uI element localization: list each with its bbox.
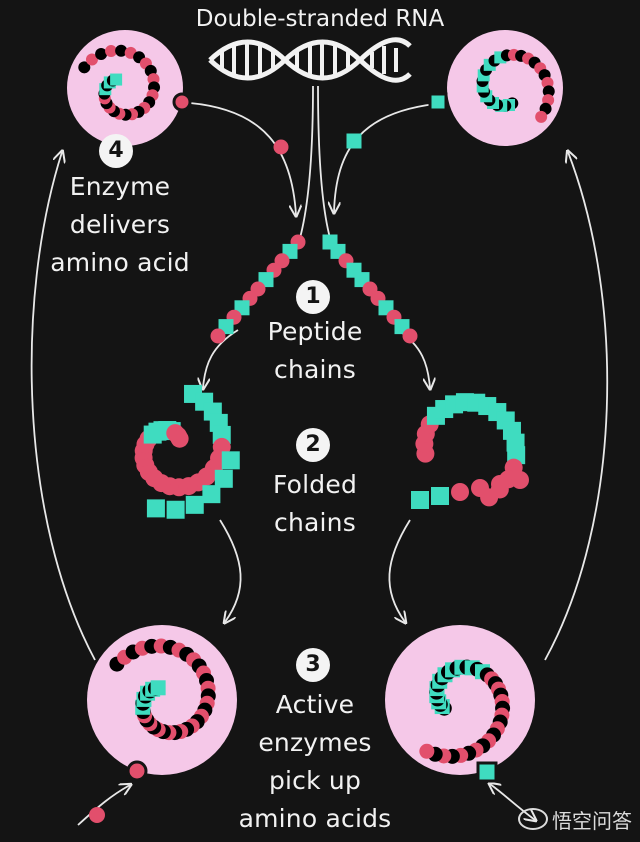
pink-residue: [210, 328, 226, 344]
step-1-badge: 1: [296, 280, 330, 314]
arrow-cycle-left: [30, 152, 96, 661]
step-2-badge: 2: [296, 428, 330, 462]
watermark: 悟空问答: [518, 805, 632, 834]
pink-residue: [402, 328, 418, 344]
pink-residue: [85, 53, 98, 66]
teal-residue: [110, 73, 123, 86]
arrow-enzyme-to-strand-left: [189, 102, 296, 215]
pink-residue: [105, 45, 118, 58]
teal-residue: [214, 469, 233, 488]
step-1-line: chains: [274, 355, 356, 384]
step-1-label: Peptide chains: [230, 313, 400, 389]
pink-residue: [78, 61, 91, 74]
pink-residue: [115, 44, 128, 57]
step-3-line: pick up: [268, 766, 362, 795]
flow-arrows: [30, 85, 609, 826]
pink-residue: [419, 743, 435, 759]
step-2-label: Folded chains: [230, 466, 400, 542]
pink-residue: [471, 479, 489, 497]
delivered-amino-acid: [428, 92, 448, 112]
helix-split-arrow-left: [299, 85, 314, 239]
pink-residue: [451, 483, 469, 501]
diagram-title: Double-stranded RNA: [195, 6, 445, 32]
step-1-line: Peptide: [267, 317, 363, 346]
step-3-line: enzymes: [258, 728, 372, 757]
free-amino-acid: [89, 807, 105, 823]
arrow-pickup-left: [77, 785, 130, 826]
free-amino-acid: [273, 139, 289, 155]
step-2-line: chains: [274, 508, 356, 537]
helix-split-arrow-right: [317, 85, 331, 239]
bound-amino-acid: [126, 760, 148, 782]
teal-residue: [221, 451, 240, 470]
pink-residue: [542, 85, 555, 98]
arrow-fold-to-enzyme-right: [388, 519, 411, 622]
pink-residue: [170, 429, 189, 448]
free-amino-acid: [346, 133, 362, 149]
watermark-text: 悟空问答: [552, 809, 632, 833]
arrow-cycle-right: [544, 152, 609, 661]
teal-residue: [431, 487, 449, 505]
step-4-badge: 4: [99, 134, 133, 168]
delivered-amino-acid: [172, 92, 192, 112]
residues-layer: [78, 44, 555, 823]
teal-residue: [185, 495, 204, 514]
pink-residue: [511, 471, 529, 489]
teal-residue: [150, 680, 166, 696]
arrow-enzyme-to-strand-right: [334, 102, 446, 212]
arrow-chain-to-fold-left: [203, 329, 239, 388]
teal-residue: [146, 499, 165, 518]
step-4-line: delivers: [69, 210, 171, 239]
teal-residue: [166, 500, 185, 519]
step-3-badge: 3: [296, 648, 330, 682]
watermark-logo-icon: [518, 808, 548, 830]
step-4-line: Enzyme: [69, 172, 171, 201]
step-4-label: Enzyme delivers amino acid: [35, 168, 205, 282]
pink-residue: [535, 110, 548, 123]
rna-helix-icon: [208, 37, 412, 83]
pink-residue: [491, 475, 509, 493]
pink-residue: [95, 47, 108, 60]
step-3-line: Active: [275, 690, 355, 719]
teal-residue: [202, 485, 221, 504]
step-3-label: Active enzymes pick up amino acids: [215, 686, 415, 838]
step-4-line: amino acid: [50, 248, 190, 277]
bound-amino-acid: [476, 761, 498, 783]
step-2-line: Folded: [272, 470, 358, 499]
arrow-fold-to-enzyme-left: [219, 519, 242, 622]
teal-residue: [411, 491, 429, 509]
step-3-line: amino acids: [238, 804, 392, 833]
